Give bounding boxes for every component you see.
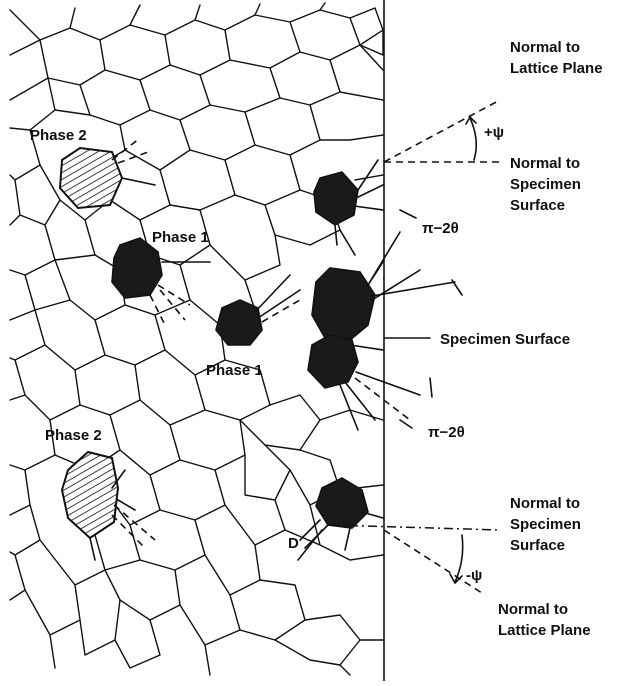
reference-lines [297, 99, 501, 596]
phase1-mid-label: Phase 1 [206, 362, 263, 379]
normal-specimen-bottom-line3: Surface [510, 537, 565, 554]
normal-specimen-top-line2: Specimen [510, 176, 581, 193]
phase1-grain-center [215, 299, 263, 346]
pi-2theta-top-label: π−2θ [422, 220, 459, 237]
d-label: D [288, 535, 299, 552]
specimen-surface-label: Specimen Surface [440, 331, 570, 348]
grain-network [9, 2, 384, 676]
phase1-grain-top-right [313, 171, 359, 226]
normal-specimen-top-line1: Normal to [510, 155, 580, 172]
phase2-top-label: Phase 2 [30, 127, 87, 144]
phase1-grain-bottom-right [315, 477, 369, 529]
normal-lattice-top-line1: Normal to [510, 39, 580, 56]
pi-2theta-bottom-label: π−2θ [428, 424, 465, 441]
normal-specimen-top-line3: Surface [510, 197, 565, 214]
phase2-bottom-label: Phase 2 [45, 427, 102, 444]
phase1-grain-left [111, 237, 163, 299]
normal-lattice-top-line2: Lattice Plane [510, 60, 603, 77]
phase1-top-label: Phase 1 [152, 229, 209, 246]
phase1-grain-mid-right-upper [311, 267, 376, 341]
plus-psi-label: +ψ [484, 124, 504, 141]
phase1-grain-mid-right-lower [307, 334, 359, 389]
minus-psi-label: -ψ [466, 567, 482, 584]
normal-specimen-bottom-line1: Normal to [510, 495, 580, 512]
normal-lattice-bottom-line2: Lattice Plane [498, 622, 591, 639]
phase2-grain-top [58, 146, 124, 210]
phase2-grain-bottom [60, 450, 120, 540]
normal-lattice-bottom-line1: Normal to [498, 601, 568, 618]
normal-specimen-bottom-line2: Specimen [510, 516, 581, 533]
diffraction-rays [89, 137, 456, 561]
